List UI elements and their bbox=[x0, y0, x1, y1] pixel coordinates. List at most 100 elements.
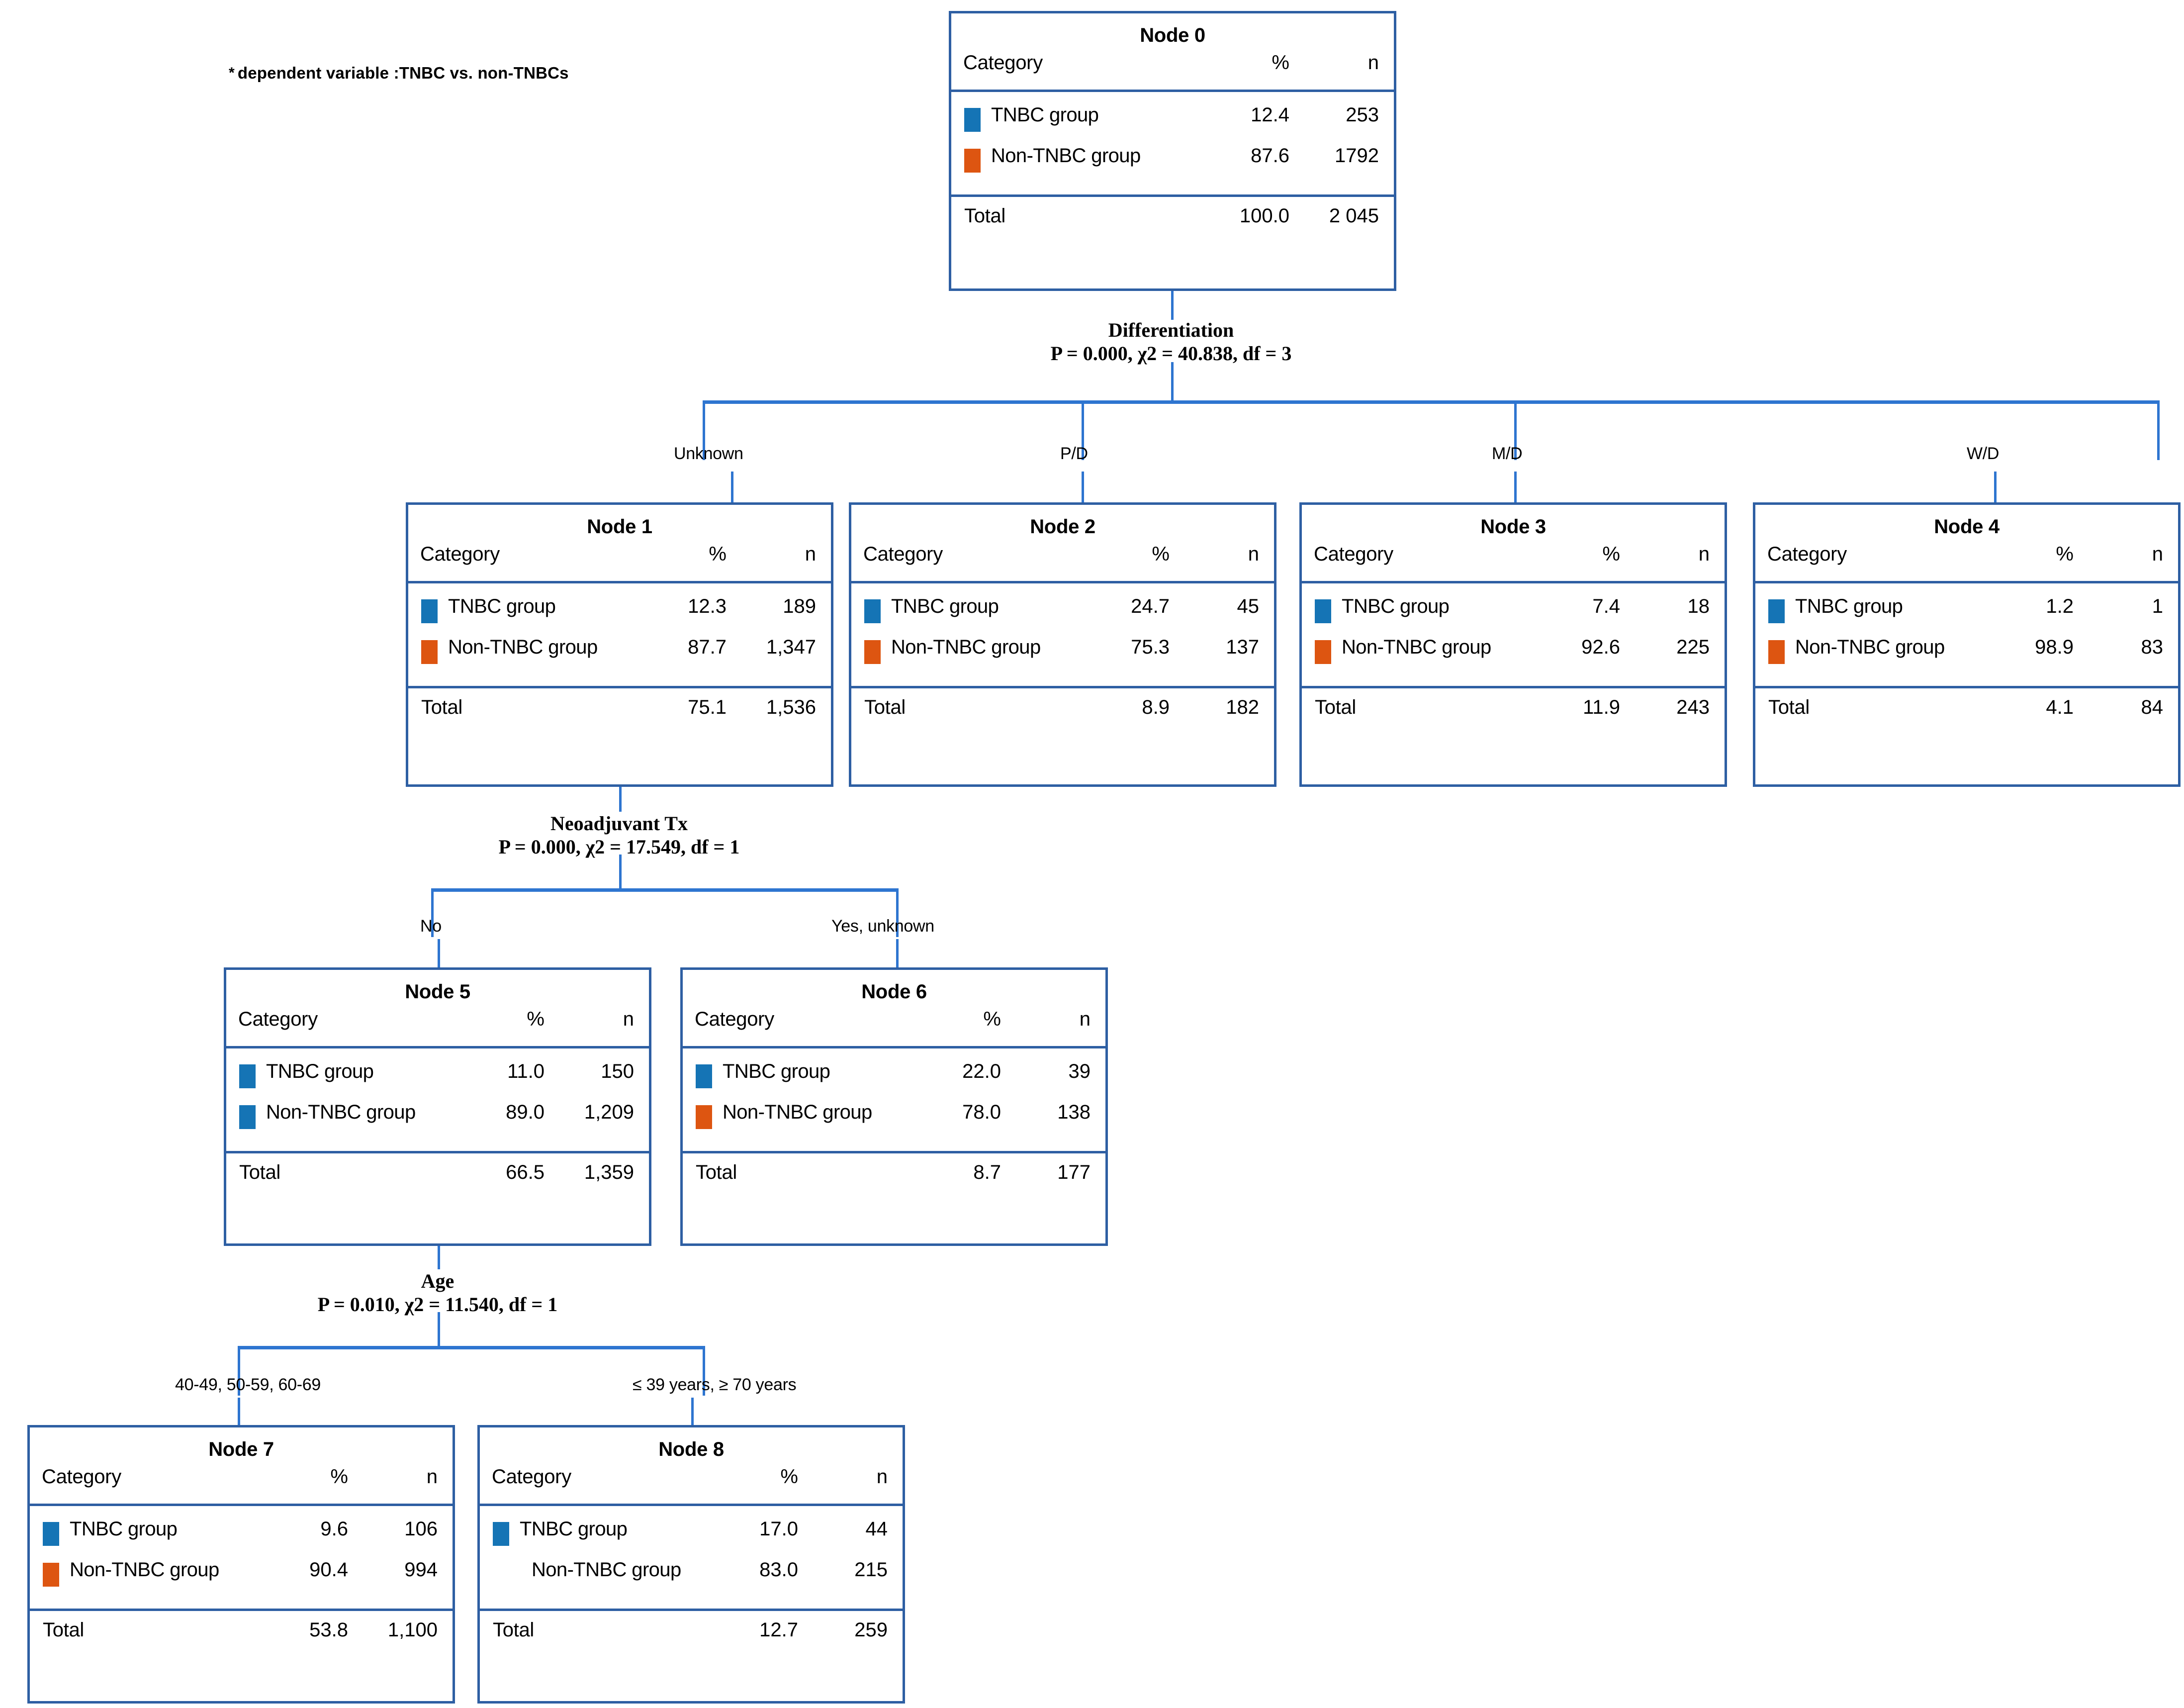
legend-swatch-tnbc bbox=[421, 599, 438, 623]
connector-node5-stem bbox=[438, 1244, 440, 1269]
split-variable: Differentiation bbox=[1108, 319, 1234, 341]
split-stats: P = 0.010, χ2 = 11.540, df = 1 bbox=[317, 1293, 558, 1316]
column-header-percent: % bbox=[983, 1008, 1001, 1030]
row-count: 137 bbox=[1226, 636, 1259, 658]
connector-split1-bus bbox=[431, 888, 899, 892]
column-header-percent: % bbox=[527, 1008, 545, 1030]
divider bbox=[1755, 581, 2178, 583]
total-count: 1,536 bbox=[766, 696, 816, 718]
column-header-count: n bbox=[2152, 543, 2163, 565]
branch-label-age-extremes: ≤ 39 years, ≥ 70 years bbox=[633, 1375, 797, 1394]
connector-branch-extage bbox=[703, 1346, 705, 1396]
node-rows: TNBC group 12.3 189 Non-TNBC group 87.7 … bbox=[408, 583, 831, 686]
tree-node-node8[interactable]: Node 8 Category % n TNBC group 17.0 44 N… bbox=[477, 1425, 905, 1704]
column-header-count: n bbox=[1248, 543, 1259, 565]
tree-node-node7[interactable]: Node 7 Category % n TNBC group 9.6 106 N… bbox=[27, 1425, 455, 1704]
node-row-tnbc: TNBC group 1.2 1 bbox=[1755, 592, 2178, 633]
row-label: TNBC group bbox=[448, 595, 556, 617]
row-percent: 17.0 bbox=[759, 1518, 798, 1540]
node-title: Node 7 bbox=[208, 1438, 274, 1460]
connector-branch-wd bbox=[2157, 400, 2160, 460]
column-header-percent: % bbox=[709, 543, 727, 565]
column-header-count: n bbox=[805, 543, 816, 565]
column-header-percent: % bbox=[1152, 543, 1170, 565]
divider bbox=[851, 581, 1274, 583]
connector-split0-bus bbox=[703, 400, 2160, 404]
row-label: Non-TNBC group bbox=[723, 1101, 872, 1123]
divider bbox=[683, 1151, 1105, 1153]
row-percent: 9.6 bbox=[320, 1518, 348, 1540]
connector-split2-stem bbox=[438, 1312, 440, 1348]
divider bbox=[226, 1151, 649, 1153]
total-label: Total bbox=[421, 696, 462, 718]
row-count: 225 bbox=[1676, 636, 1710, 658]
footnote-marker: * bbox=[229, 65, 235, 81]
footnote: *dependent variable :TNBC vs. non-TNBCs bbox=[229, 64, 569, 83]
connector-split1-stem bbox=[619, 854, 622, 890]
tree-node-node3[interactable]: Node 3 Category % n TNBC group 7.4 18 No… bbox=[1299, 502, 1727, 787]
node-rows: TNBC group 1.2 1 Non-TNBC group 98.9 83 bbox=[1755, 583, 2178, 686]
total-percent: 75.1 bbox=[688, 696, 727, 718]
legend-swatch-tnbc bbox=[1315, 599, 1331, 623]
divider bbox=[408, 686, 831, 688]
row-percent: 75.3 bbox=[1131, 636, 1170, 658]
branch-label-yes-unknown: Yes, unknown bbox=[831, 917, 934, 936]
row-label: TNBC group bbox=[1795, 595, 1903, 617]
split-label-neoadjuvant-tx: Neoadjuvant Tx P = 0.000, χ2 = 17.549, d… bbox=[420, 812, 818, 858]
split-label-age: Age P = 0.010, χ2 = 11.540, df = 1 bbox=[239, 1269, 637, 1316]
tree-node-node5[interactable]: Node 5 Category % n TNBC group 11.0 150 … bbox=[224, 967, 651, 1246]
node-title: Node 8 bbox=[658, 1438, 724, 1460]
row-percent: 92.6 bbox=[1581, 636, 1620, 658]
row-count: 994 bbox=[404, 1559, 438, 1581]
row-percent: 83.0 bbox=[759, 1559, 798, 1581]
row-percent: 12.3 bbox=[688, 595, 727, 617]
total-count: 243 bbox=[1676, 696, 1710, 718]
column-header-count: n bbox=[1367, 52, 1379, 74]
total-label: Total bbox=[696, 1161, 737, 1183]
row-count: 45 bbox=[1237, 595, 1260, 617]
legend-swatch-tnbc bbox=[43, 1522, 59, 1546]
legend-swatch-tnbc bbox=[493, 1522, 509, 1546]
split-variable: Neoadjuvant Tx bbox=[550, 812, 688, 835]
connector-to-node7 bbox=[238, 1398, 240, 1425]
divider bbox=[683, 1046, 1105, 1048]
connector-to-node3 bbox=[1514, 472, 1517, 502]
tree-node-node6[interactable]: Node 6 Category % n TNBC group 22.0 39 N… bbox=[680, 967, 1108, 1246]
row-label: Non-TNBC group bbox=[532, 1559, 681, 1581]
row-percent: 1.2 bbox=[2046, 595, 2074, 617]
legend-swatch-tnbc bbox=[696, 1064, 712, 1088]
row-label: Non-TNBC group bbox=[70, 1559, 219, 1581]
node-title: Node 2 bbox=[1030, 516, 1095, 538]
node-table-header: Category % n bbox=[226, 1003, 649, 1046]
divider bbox=[1302, 581, 1725, 583]
column-header-percent: % bbox=[1272, 52, 1289, 74]
row-label: TNBC group bbox=[520, 1518, 628, 1540]
node-row-tnbc: TNBC group 12.4 253 bbox=[951, 101, 1394, 142]
branch-label-pd: P/D bbox=[1060, 444, 1088, 463]
row-percent: 89.0 bbox=[506, 1101, 545, 1123]
tree-node-node1[interactable]: Node 1 Category % n TNBC group 12.3 189 … bbox=[406, 502, 833, 787]
total-label: Total bbox=[1315, 696, 1356, 718]
legend-swatch-non-tnbc bbox=[1768, 640, 1785, 664]
tree-node-node0[interactable]: Node 0 Category % n TNBC group 12.4 253 … bbox=[949, 11, 1396, 291]
row-count: 18 bbox=[1687, 595, 1710, 617]
row-label: Non-TNBC group bbox=[891, 636, 1041, 658]
connector-branch-midage bbox=[238, 1346, 240, 1396]
branch-label-md: M/D bbox=[1492, 444, 1523, 463]
row-percent: 11.0 bbox=[507, 1060, 545, 1082]
node-table-header: Category % n bbox=[1755, 538, 2178, 581]
node-title: Node 1 bbox=[587, 516, 652, 538]
footnote-text: dependent variable :TNBC vs. non-TNBCs bbox=[237, 64, 569, 82]
connector-to-node2 bbox=[1082, 472, 1084, 502]
row-count: 1,347 bbox=[766, 636, 816, 658]
connector-branch-no bbox=[431, 888, 434, 937]
tree-node-node2[interactable]: Node 2 Category % n TNBC group 24.7 45 N… bbox=[849, 502, 1276, 787]
row-label: TNBC group bbox=[991, 104, 1099, 126]
row-label: TNBC group bbox=[1342, 595, 1450, 617]
tree-node-node4[interactable]: Node 4 Category % n TNBC group 1.2 1 Non… bbox=[1753, 502, 2181, 787]
node-rows: TNBC group 9.6 106 Non-TNBC group 90.4 9… bbox=[30, 1506, 453, 1609]
node-title: Node 0 bbox=[1140, 24, 1205, 46]
connector-branch-yesunk bbox=[896, 888, 899, 937]
row-count: 106 bbox=[404, 1518, 438, 1540]
connector-branch-unknown bbox=[703, 400, 705, 460]
